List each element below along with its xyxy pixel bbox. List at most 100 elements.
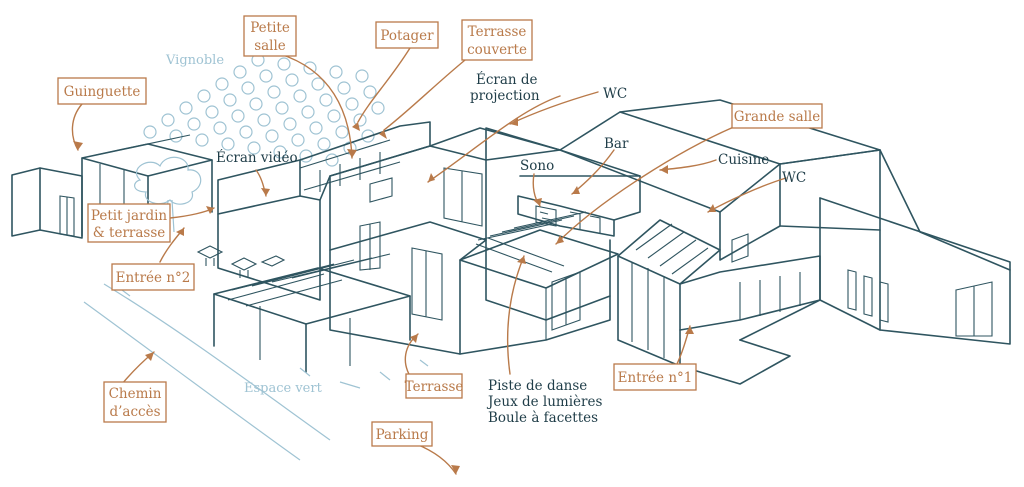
vine-tree [355,69,369,83]
vine-tree [223,93,237,107]
label-entree-1: Entrée n°1 [613,363,697,391]
label-terrasse-couverte: Terrasse couverte [461,19,533,61]
vine-tree [309,121,323,135]
label-potager-text: Potager [380,28,434,44]
label-chemin-line1: Chemin [109,386,162,402]
vineyard-trees [143,53,385,167]
ecran-video-text: Écran vidéo [216,150,298,166]
label-entree-2-text: Entrée n°2 [116,270,191,286]
vine-tree [233,65,247,79]
vine-tree [293,89,307,103]
vine-tree [221,137,235,151]
sono-text: Sono [520,158,554,174]
terrace-pergola [213,253,411,373]
vine-tree [179,101,193,115]
petite-salle-building [217,121,431,301]
vine-tree [265,129,279,143]
ecran-projection-line1: Écran de [476,72,538,88]
label-petite-salle-line1: Petite [250,20,290,36]
piste-line1: Piste de danse [488,378,587,394]
vine-tree [329,65,343,79]
label-parking-text: Parking [376,427,429,443]
vine-tree [325,153,339,167]
vine-tree [285,73,299,87]
vine-tree [335,125,349,139]
vine-tree [215,77,229,91]
grande-salle-building [559,99,1011,345]
vine-tree [249,97,263,111]
vine-tree [213,121,227,135]
main-front-wall [459,127,641,355]
label-grande-salle-text: Grande salle [734,109,821,125]
ecran-projection-line2: projection [470,88,540,104]
callout-arrows [71,47,787,475]
vine-tree [169,129,183,143]
label-terrasse-text: Terrasse [405,379,464,395]
vine-tree [291,133,305,147]
vine-tree [247,141,261,155]
dance-floor [459,211,619,289]
vine-tree [205,105,219,119]
vine-tree [303,61,317,75]
vine-tree [197,89,211,103]
vine-tree [319,93,333,107]
vine-tree [241,81,255,95]
guinguette-building [11,167,83,239]
entrance-pavilion [617,219,821,367]
label-terrasse-couverte-line2: couverte [467,42,527,58]
vine-tree [195,133,209,147]
vine-tree [239,125,253,139]
label-chemin: Chemin d’accès [103,381,167,423]
piste-line3: Boule à facettes [488,410,598,426]
vine-tree [277,57,291,71]
garden-furniture [196,245,286,278]
vine-tree [363,85,377,99]
label-petit-jardin-line2: & terrasse [93,225,166,241]
label-chemin-line2: d’accès [109,404,160,420]
vine-tree [345,97,359,111]
label-petite-salle-line2: salle [254,38,286,54]
vine-tree [273,145,287,159]
label-petit-jardin-line1: Petit jardin [91,208,168,224]
label-petit-jardin: Petit jardin & terrasse [87,203,171,243]
vine-tree [353,113,367,127]
wc-right-text: WC [782,170,806,186]
vine-tree [187,117,201,131]
label-entree-1-text: Entrée n°1 [618,370,693,386]
bar-text: Bar [604,136,629,152]
vine-tree [371,101,385,115]
label-grande-salle: Grande salle [731,103,823,129]
vine-tree [301,105,315,119]
label-parking: Parking [371,421,433,447]
vignoble-text: Vignoble [165,53,224,68]
label-terrasse: Terrasse [405,373,464,399]
vine-tree [143,125,157,139]
cuisine-text: Cuisine [718,152,769,168]
arrow-heads [73,118,716,474]
vine-tree [161,113,175,127]
label-potager: Potager [375,21,439,49]
vine-tree [231,109,245,123]
label-terrasse-couverte-line1: Terrasse [468,24,527,40]
vine-tree [259,69,273,83]
wc-top-text: WC [603,86,627,102]
vine-tree [257,113,271,127]
label-guinguette: Guinguette [57,77,147,105]
vine-tree [327,109,341,123]
vine-tree [275,101,289,115]
vine-tree [361,129,375,143]
espace-vert-text: Espace vert [244,381,323,396]
label-guinguette-text: Guinguette [64,84,141,100]
bar-area [517,195,615,237]
label-petite-salle: Petite salle [243,15,297,57]
piste-line2: Jeux de lumières [486,394,602,410]
vine-tree [311,77,325,91]
vine-tree [337,81,351,95]
vine-tree [283,117,297,131]
ground-lines [83,265,821,461]
vine-tree [267,85,281,99]
label-entree-2: Entrée n°2 [111,263,195,291]
vine-tree [317,137,331,151]
